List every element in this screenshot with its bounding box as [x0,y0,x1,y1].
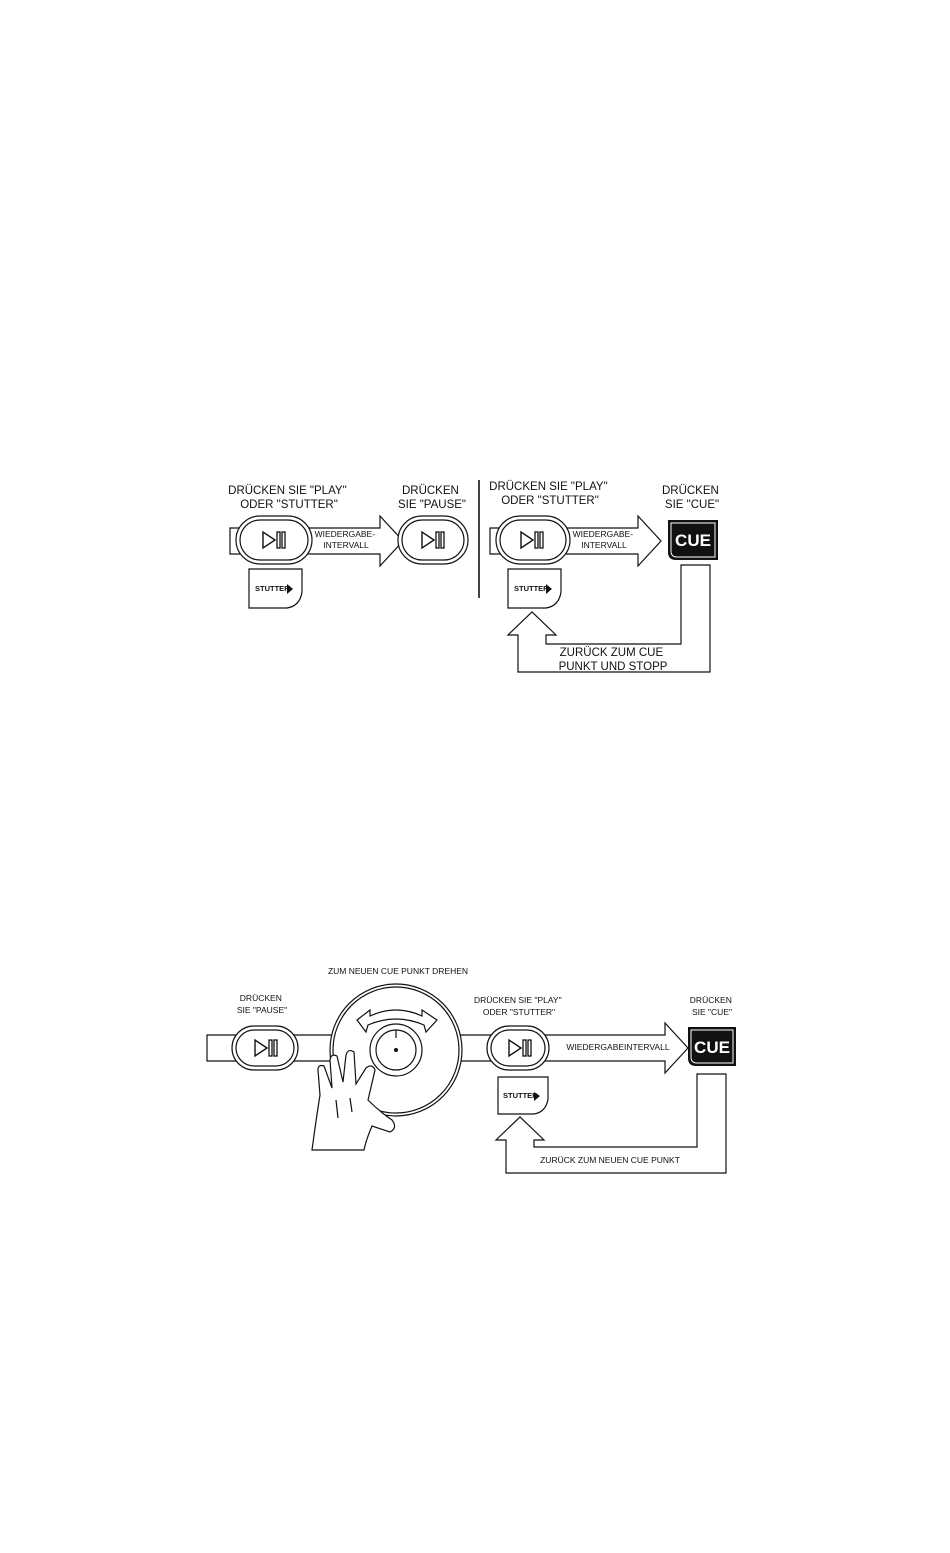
label-play-stutter-right: DRÜCKEN SIE "PLAY" ODER "STUTTER" [489,481,611,507]
hand-icon [311,1049,396,1151]
diagram-1: DRÜCKEN SIE "PLAY" ODER "STUTTER" DRÜCKE… [228,480,722,673]
play-pause-button[interactable] [495,515,571,565]
label-play-stutter: DRÜCKEN SIE "PLAY" ODER "STUTTER" [474,995,564,1017]
return-arrow-icon [506,564,711,673]
stutter-label: STUTTER [255,584,290,593]
stutter-arrow-icon [287,584,293,594]
cue-label: CUE [675,531,711,550]
play-pause-button[interactable] [486,1025,550,1071]
cue-button[interactable]: CUE [688,1027,736,1066]
rotate-arrow-icon [356,1008,438,1034]
label-return: ZURÜCK ZUM NEUEN CUE PUNKT [540,1155,680,1165]
pause-button[interactable] [231,1025,299,1071]
stutter-label: STUTTER [514,584,549,593]
play-pause-button[interactable] [235,515,313,565]
label-pause: DRÜCKEN SIE "PAUSE" [398,485,466,511]
label-cue: DRÜCKEN SIE "CUE" [662,485,722,511]
label-pause: DRÜCKEN SIE "PAUSE" [237,993,287,1015]
cue-label: CUE [694,1038,730,1057]
stutter-button[interactable]: STUTTER [497,1076,549,1115]
return-arrow-icon [494,1073,727,1174]
diagram-2: ZUM NEUEN CUE PUNKT DREHEN DRÜCKEN SIE "… [206,966,736,1174]
cue-button[interactable]: CUE [668,520,718,560]
label-interval-left: WIEDERGABE- INTERVALL [315,529,378,550]
pause-button[interactable] [397,515,469,565]
stutter-button[interactable]: STUTTER [507,568,562,609]
label-return: ZURÜCK ZUM CUE PUNKT UND STOPP [559,647,668,673]
stutter-arrow-icon [546,584,552,594]
label-turn: ZUM NEUEN CUE PUNKT DREHEN [328,966,468,976]
stutter-arrow-icon [534,1092,540,1101]
stutter-label: STUTTER [503,1091,538,1100]
label-interval-right: WIEDERGABE- INTERVALL [573,529,636,550]
label-cue: DRÜCKEN SIE "CUE" [690,995,734,1017]
stutter-button[interactable]: STUTTER [248,568,303,609]
label-interval: WIEDERGABEINTERVALL [566,1042,669,1052]
label-play-stutter-left: DRÜCKEN SIE "PLAY" ODER "STUTTER" [228,485,350,511]
